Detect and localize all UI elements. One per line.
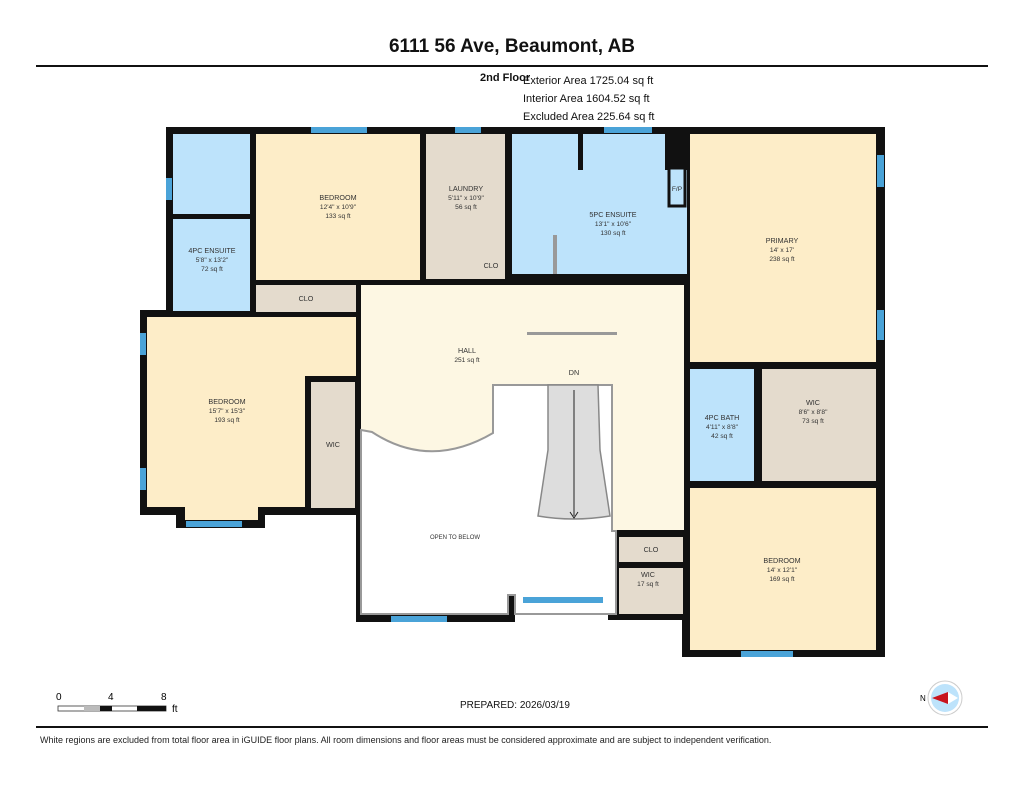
stairs-label: DN xyxy=(569,368,579,377)
room-primary xyxy=(690,134,876,362)
primary-name: PRIMARY xyxy=(766,236,799,245)
bedroom-left-name: BEDROOM xyxy=(208,397,245,406)
footer-divider xyxy=(36,726,988,728)
bath4-area: 42 sq ft xyxy=(711,433,733,440)
clo-laundry-name: CLO xyxy=(484,261,499,270)
room-bedroom-top xyxy=(256,134,420,280)
scale-tick-8: 8 xyxy=(161,692,167,703)
clo-top-name: CLO xyxy=(299,294,314,303)
room-bedroom-right xyxy=(690,488,876,650)
page-title: 6111 56 Ave, Beaumont, AB xyxy=(388,36,636,57)
laundry-dims: 5'11" x 10'9" xyxy=(448,195,484,202)
bedroom-left-area: 193 sq ft xyxy=(214,417,239,424)
bedroom-right-dims: 14' x 12'1" xyxy=(767,567,798,574)
scale-tick-0: 0 xyxy=(56,692,62,703)
scale-tick-4: 4 xyxy=(108,692,114,703)
ensuite5-area: 130 sq ft xyxy=(600,230,625,237)
area-summary: Exterior Area 1725.04 sq ft Interior Are… xyxy=(523,72,654,126)
ensuite4-name: 4PC ENSUITE xyxy=(188,246,235,255)
scale-unit: ft xyxy=(172,704,178,715)
bedroom-right-name: BEDROOM xyxy=(763,556,800,565)
primary-area: 238 sq ft xyxy=(769,256,794,263)
compass-north-label: N xyxy=(920,694,926,703)
shower-glass xyxy=(553,235,557,274)
laundry-name: LAUNDRY xyxy=(449,184,483,193)
clo-hall-name: CLO xyxy=(644,545,659,554)
wic-small-name: WIC xyxy=(641,570,655,579)
bedroom-top-dims: 12'4" x 10'9" xyxy=(320,204,357,211)
excluded-area: Excluded Area 225.64 sq ft xyxy=(523,111,655,123)
ensuite4-area: 72 sq ft xyxy=(201,266,223,273)
disclaimer: White regions are excluded from total fl… xyxy=(40,735,772,745)
laundry-area: 56 sq ft xyxy=(455,204,477,211)
hall-area: 251 sq ft xyxy=(454,357,479,364)
bedroom-left-dims: 15'7" x 15'3" xyxy=(209,408,246,415)
hall-name: HALL xyxy=(458,346,476,355)
scale-bar: 0 4 8 ft xyxy=(56,692,178,715)
ensuite5-dims: 13'1" x 10'6" xyxy=(595,221,632,228)
exterior-area: Exterior Area 1725.04 sq ft xyxy=(523,75,654,87)
wic-primary-dims: 8'6" x 8'8" xyxy=(799,409,828,416)
bedroom-top-name: BEDROOM xyxy=(319,193,356,202)
room-wic-primary xyxy=(762,369,876,481)
open-below-label: OPEN TO BELOW xyxy=(430,535,480,541)
windows xyxy=(140,127,884,657)
bath4-name: 4PC BATH xyxy=(705,413,740,422)
interior-area: Interior Area 1604.52 sq ft xyxy=(523,93,650,105)
bedroom-right-area: 169 sq ft xyxy=(769,576,794,583)
compass-icon: N xyxy=(920,680,963,716)
room-clo-laundry xyxy=(478,252,504,279)
room-wic-left xyxy=(311,382,355,508)
fp-block xyxy=(665,134,687,170)
room-wic-small xyxy=(619,568,683,614)
room-clo-top xyxy=(256,285,356,312)
bath4-dims: 4'11" x 8'8" xyxy=(706,424,739,431)
header-divider xyxy=(36,65,988,67)
floor-label: 2nd Floor xyxy=(480,72,531,84)
ensuite4-dims: 5'8" x 13'2" xyxy=(196,257,229,264)
fp-name: F/P xyxy=(672,186,683,193)
bath-small xyxy=(173,134,250,214)
room-fp xyxy=(667,166,687,208)
primary-dims: 14' x 17' xyxy=(770,247,794,254)
wic-left-name: WIC xyxy=(326,440,340,449)
room-ensuite5 xyxy=(512,134,687,274)
hall-lower xyxy=(612,380,684,530)
room-ensuite4 xyxy=(173,219,250,311)
wic-primary-name: WIC xyxy=(806,398,820,407)
room-bath4 xyxy=(690,369,754,481)
room-clo-hall xyxy=(619,537,683,562)
bedroom-top-area: 133 sq ft xyxy=(325,213,350,220)
staircase xyxy=(527,332,617,520)
prepared-date: PREPARED: 2026/03/19 xyxy=(460,700,570,711)
wic-small-area: 17 sq ft xyxy=(637,581,659,588)
wic-primary-area: 73 sq ft xyxy=(802,418,824,425)
bedroom-left-notch xyxy=(185,505,258,520)
ensuite5-name: 5PC ENSUITE xyxy=(589,210,636,219)
ensuite-partition xyxy=(578,134,583,170)
